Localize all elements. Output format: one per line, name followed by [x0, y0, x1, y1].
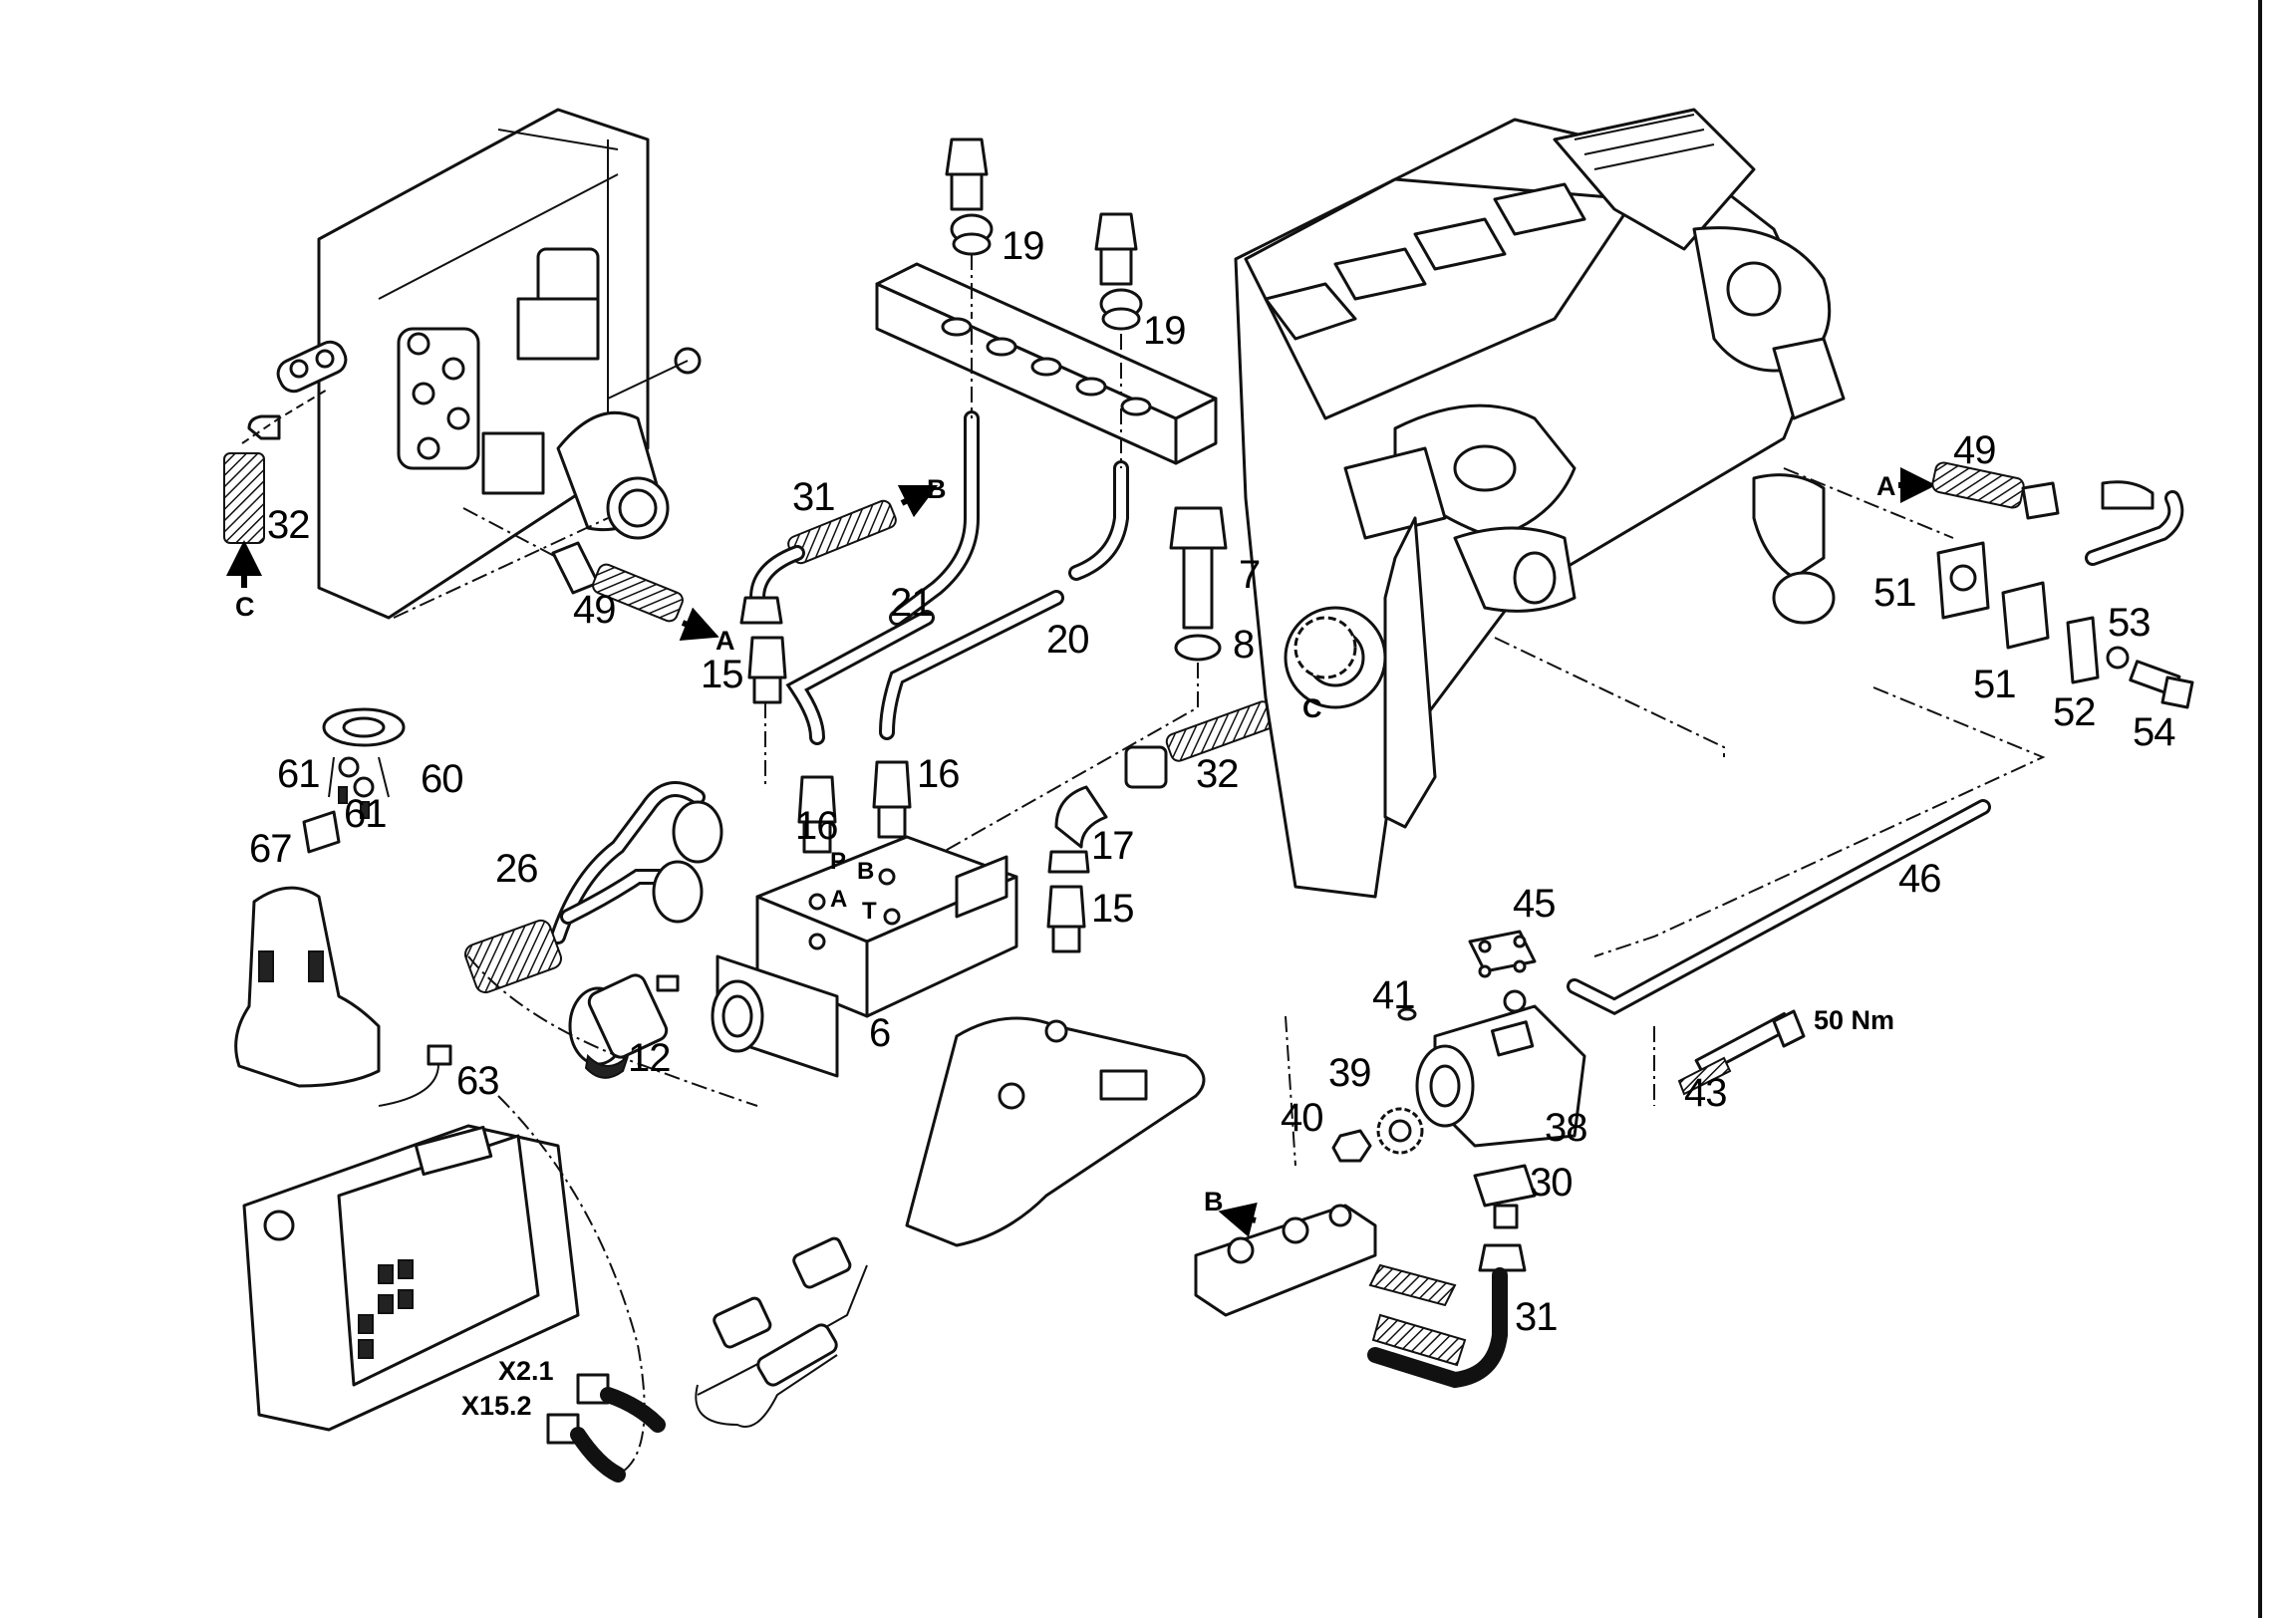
flow-marker-b: B — [1204, 1187, 1224, 1216]
callout-31: 31 — [1515, 1295, 1558, 1339]
callout-19: 19 — [1002, 224, 1044, 268]
control-valve-block — [711, 835, 1018, 1078]
seat-cushion — [234, 886, 381, 1088]
callout-7: 7 — [1239, 553, 1260, 597]
flow-marker-b: B — [927, 474, 947, 504]
callout-46: 46 — [1898, 857, 1941, 901]
valve-port-p: P — [830, 848, 846, 875]
flange-30 — [1473, 1164, 1537, 1229]
fitting-49-left — [393, 507, 719, 642]
nut-40 — [1331, 1129, 1372, 1163]
distribution-block — [875, 262, 1218, 465]
callout-53: 53 — [2108, 601, 2151, 645]
valve-port-t: T — [862, 898, 877, 925]
callout-26: 26 — [495, 847, 538, 891]
hex-bolt-icon — [916, 506, 1228, 868]
key-41 — [1397, 1007, 1417, 1021]
solenoid-12 — [568, 973, 680, 1079]
callout-61: 61 — [344, 792, 387, 836]
banjo-fitting-icon — [1046, 885, 1086, 953]
knob-60 — [302, 707, 406, 854]
hose-26 — [463, 781, 723, 994]
clamp-block — [1194, 1202, 1377, 1317]
hex-bolt-icon — [1094, 212, 1143, 394]
callout-21: 21 — [890, 581, 933, 625]
callout-30: 30 — [1530, 1161, 1573, 1205]
callout-43: 43 — [1684, 1071, 1727, 1115]
torque-label: 50 Nm — [1814, 1005, 1894, 1035]
wiring-harness — [467, 955, 868, 1483]
callout-32: 32 — [267, 503, 310, 547]
flow-marker-c: C — [235, 592, 255, 622]
assembly-line — [1285, 1015, 1296, 1167]
hose-32-upper — [223, 340, 348, 588]
banjo-fitting-icon — [872, 760, 912, 839]
callout-15: 15 — [701, 653, 743, 696]
hex-bolt-icon — [945, 137, 994, 319]
callout-8: 8 — [1233, 623, 1254, 667]
callout-12: 12 — [628, 1036, 671, 1080]
callout-63: 63 — [456, 1059, 499, 1103]
callout-41: 41 — [1372, 973, 1415, 1017]
mounting-bracket — [905, 1016, 1206, 1247]
control-housing — [242, 1124, 580, 1432]
callout-20: 20 — [1046, 618, 1089, 662]
callout-52: 52 — [2053, 690, 2096, 734]
pipe-46 — [1567, 799, 1991, 1016]
hex-bolt-icon — [2106, 646, 2194, 709]
engine-assembly — [1234, 108, 1846, 899]
callout-19: 19 — [1143, 309, 1186, 353]
hydraulic-pump-38 — [1415, 989, 1586, 1148]
connector-x15-2: X15.2 — [461, 1391, 532, 1421]
callout-67: 67 — [249, 827, 292, 871]
callout-49: 49 — [573, 588, 616, 632]
callout-51: 51 — [1973, 663, 2016, 706]
assembly-line — [1783, 467, 1954, 539]
callout-54: 54 — [2133, 710, 2175, 754]
flange-45 — [1468, 930, 1537, 978]
flow-marker-a: A — [1876, 471, 1896, 501]
hex-bolt-icon — [1677, 1009, 1806, 1096]
hose-31-lower — [1367, 1243, 1527, 1389]
gear-icon — [1293, 616, 1357, 679]
pipes-20-21 — [785, 329, 1129, 745]
gear-icon — [1376, 1107, 1424, 1155]
callout-49: 49 — [1953, 428, 1996, 472]
fitting-49-right — [1898, 461, 2184, 566]
banjo-fitting-icon — [747, 636, 787, 787]
callout-32: 32 — [1196, 752, 1239, 796]
connector-x2-1: X2.1 — [498, 1356, 554, 1386]
callout-38: 38 — [1545, 1106, 1587, 1150]
callout-17: 17 — [1091, 824, 1134, 868]
cabin-control-panel — [317, 108, 702, 620]
assembly-line — [1593, 686, 2046, 957]
flow-marker-a: A — [716, 626, 735, 656]
callout-6: 6 — [869, 1011, 890, 1055]
hose-31-upper — [739, 484, 939, 625]
callout-16: 16 — [917, 752, 960, 796]
callout-45: 45 — [1513, 882, 1556, 926]
valve-port-b: B — [857, 858, 874, 885]
flow-marker-c: C — [1302, 693, 1322, 723]
valve-port-a: A — [830, 886, 847, 913]
callout-61: 61 — [277, 752, 320, 796]
callout-60: 60 — [421, 757, 463, 801]
callout-16: 16 — [795, 804, 838, 848]
assembly-line — [1494, 637, 1725, 757]
callout-39: 39 — [1328, 1051, 1371, 1095]
banjo-fitting-icon — [797, 775, 837, 854]
callout-31: 31 — [792, 475, 835, 519]
callout-51: 51 — [1873, 571, 1916, 615]
elbow-17 — [1047, 785, 1108, 874]
clamp-51-52 — [1936, 541, 2100, 684]
callout-15: 15 — [1091, 887, 1134, 931]
callout-40: 40 — [1281, 1096, 1323, 1140]
connector-63 — [378, 1044, 452, 1107]
